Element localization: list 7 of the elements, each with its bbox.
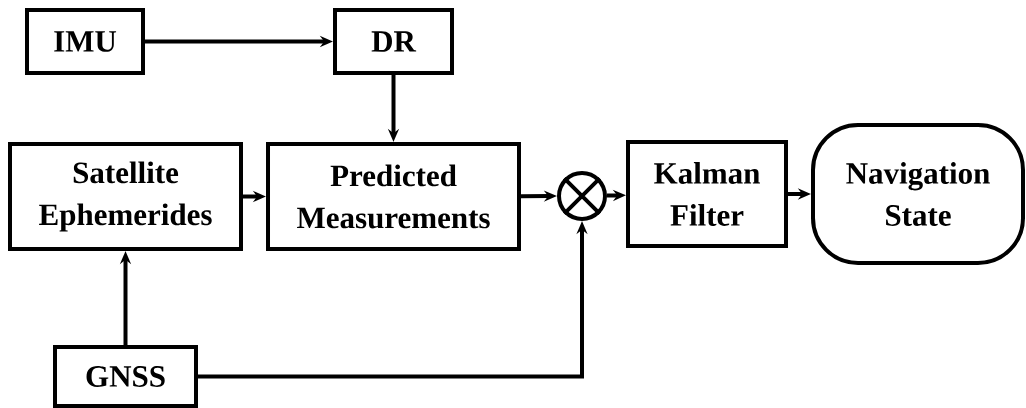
summing-junction <box>557 171 607 221</box>
process-box: Kalman Filter <box>626 140 788 248</box>
process-box: DR <box>333 8 454 75</box>
process-box: GNSS <box>53 345 198 408</box>
process-box: IMU <box>25 8 145 75</box>
process-box: Satellite Ephemerides <box>8 142 243 251</box>
process-box: Predicted Measurements <box>266 142 521 251</box>
